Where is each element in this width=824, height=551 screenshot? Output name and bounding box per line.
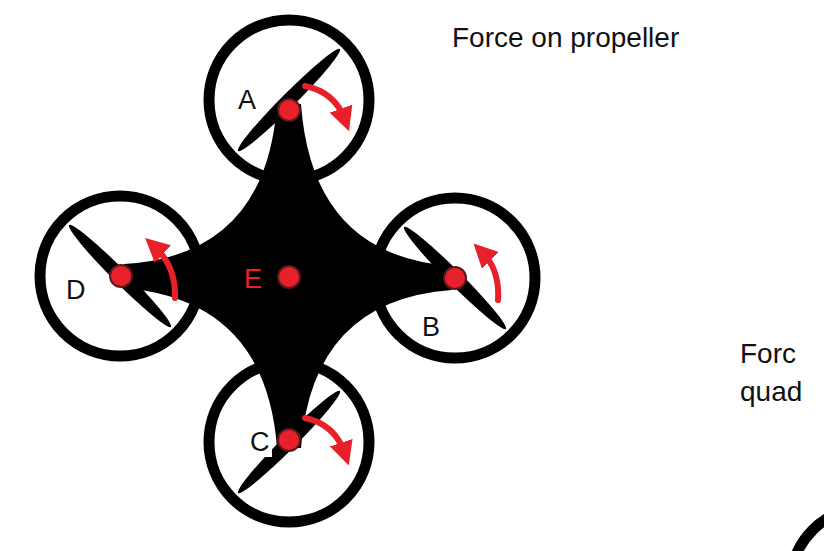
- propeller: [64, 44, 511, 498]
- point-label: A: [236, 86, 258, 115]
- heading-label: Force on propeller: [452, 24, 679, 52]
- point-label: B: [420, 313, 442, 342]
- cut-off-label: quad: [740, 378, 802, 406]
- rotor-guard: [40, 20, 535, 522]
- rotor-guard: [790, 507, 824, 551]
- frame: [124, 104, 452, 448]
- rotation-arrow: [154, 86, 498, 454]
- point-dot: [110, 99, 466, 451]
- point-label: D: [64, 276, 88, 305]
- point-label: C: [248, 428, 272, 457]
- cut-off-label: Forc: [740, 340, 796, 368]
- point-label: E: [244, 266, 262, 293]
